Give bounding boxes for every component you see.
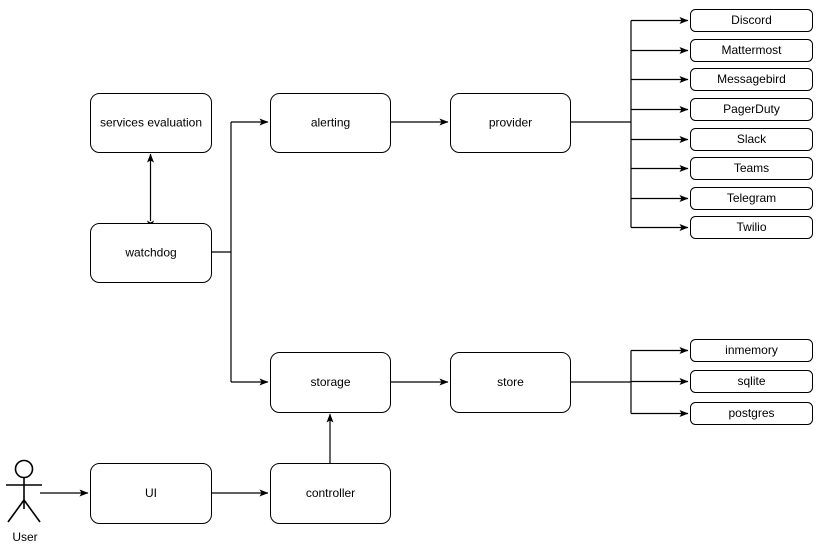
provider-leaf-discord[interactable]: Discord (690, 9, 813, 32)
node-services-evaluation-label: services evaluation (100, 116, 202, 130)
store-leaf-postgres-label: postgres (728, 406, 774, 420)
node-ui-label: UI (145, 486, 157, 500)
node-alerting-shape[interactable] (270, 93, 391, 153)
provider-leaf-telegram[interactable]: Telegram (690, 187, 813, 210)
provider-leaf-slack[interactable]: Slack (690, 128, 813, 151)
store-leaf-list: inmemory sqlite postgres (690, 339, 813, 425)
store-leaf-sqlite-label: sqlite (737, 374, 765, 388)
node-ui[interactable]: UI (90, 463, 212, 524)
node-alerting[interactable]: alerting (270, 93, 391, 153)
node-controller-shape[interactable] (270, 463, 391, 524)
node-services-evaluation-shape[interactable] (90, 93, 212, 153)
provider-leaf-telegram-shape[interactable] (690, 187, 813, 210)
provider-leaf-twilio-shape[interactable] (690, 216, 813, 239)
provider-leaf-twilio-label: Twilio (736, 220, 766, 234)
node-storage-shape[interactable] (270, 352, 391, 413)
node-provider[interactable]: provider (450, 93, 571, 153)
provider-leaf-messagebird-shape[interactable] (690, 68, 813, 91)
provider-leaf-pagerduty[interactable]: PagerDuty (690, 98, 813, 121)
node-alerting-label: alerting (311, 116, 350, 130)
node-store[interactable]: store (450, 352, 571, 413)
provider-leaf-slack-shape[interactable] (690, 128, 813, 151)
provider-leaf-discord-label: Discord (731, 13, 772, 27)
actor-user[interactable]: User (6, 459, 42, 545)
provider-leaf-mattermost[interactable]: Mattermost (690, 39, 813, 62)
provider-leaf-discord-shape[interactable] (690, 9, 813, 32)
node-services-evaluation[interactable]: services evaluation (90, 93, 212, 153)
store-leaf-sqlite-shape[interactable] (690, 370, 813, 393)
provider-leaf-slack-label: Slack (737, 132, 767, 146)
store-leaf-postgres-shape[interactable] (690, 402, 813, 425)
actor-label: User (12, 530, 37, 544)
node-ui-shape[interactable] (90, 463, 212, 524)
node-storage[interactable]: storage (270, 352, 391, 413)
provider-leaf-pagerduty-label: PagerDuty (723, 102, 780, 116)
store-fanout-branches (631, 347, 689, 417)
node-storage-label: storage (310, 375, 350, 389)
store-leaf-inmemory-shape[interactable] (690, 339, 813, 362)
provider-leaf-list: Discord Mattermost Messagebird PagerDuty… (690, 9, 813, 239)
provider-leaf-messagebird-label: Messagebird (717, 72, 786, 86)
provider-leaf-twilio[interactable]: Twilio (690, 216, 813, 239)
node-watchdog-shape[interactable] (90, 223, 212, 283)
provider-leaf-mattermost-label: Mattermost (721, 43, 782, 57)
provider-leaf-teams-shape[interactable] (690, 157, 813, 180)
provider-leaf-teams[interactable]: Teams (690, 157, 813, 180)
node-provider-label: provider (489, 116, 532, 130)
actor-right-leg-line (23, 499, 41, 523)
store-leaf-postgres[interactable]: postgres (690, 402, 813, 425)
provider-leaf-pagerduty-shape[interactable] (690, 98, 813, 121)
provider-fanout-branches (631, 17, 689, 231)
node-controller[interactable]: controller (270, 463, 391, 524)
provider-leaf-telegram-label: Telegram (727, 191, 776, 205)
node-watchdog[interactable]: watchdog (90, 223, 212, 283)
edge-layer (40, 17, 689, 497)
provider-leaf-teams-label: Teams (734, 161, 769, 175)
store-leaf-inmemory-label: inmemory (725, 343, 778, 357)
store-leaf-inmemory[interactable]: inmemory (690, 339, 813, 362)
node-controller-label: controller (306, 486, 355, 500)
provider-leaf-mattermost-shape[interactable] (690, 39, 813, 62)
node-watchdog-label: watchdog (124, 246, 176, 260)
node-store-label: store (497, 375, 524, 389)
provider-leaf-messagebird[interactable]: Messagebird (690, 68, 813, 91)
store-leaf-sqlite[interactable]: sqlite (690, 370, 813, 393)
node-provider-shape[interactable] (450, 93, 571, 153)
stick-figure-actor-icon (14, 459, 34, 479)
actor-left-leg-line (7, 499, 25, 523)
node-store-shape[interactable] (450, 352, 571, 413)
